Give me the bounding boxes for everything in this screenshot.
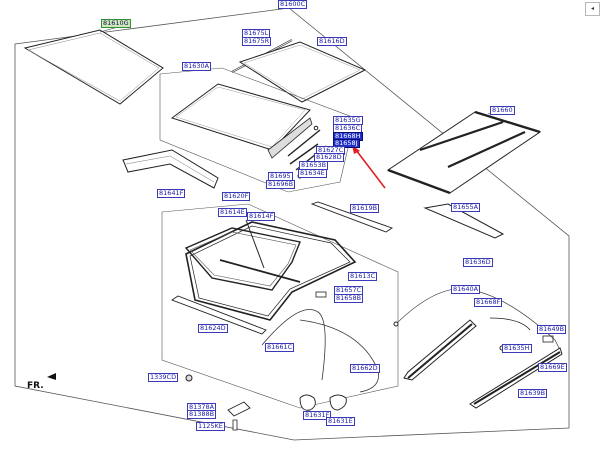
part-label[interactable]: 81662D — [350, 364, 380, 373]
part-label[interactable]: 81600C — [278, 0, 308, 9]
wind-deflector — [122, 149, 219, 189]
glass-panel — [23, 29, 164, 105]
part-label[interactable]: 81631E — [326, 417, 355, 426]
front-indicator: FR. — [27, 381, 44, 391]
sunroof-frame — [185, 221, 357, 321]
part-label[interactable]: 81640A — [451, 285, 481, 294]
part-label[interactable]: 1339CD — [148, 373, 179, 382]
part-label[interactable]: 81661C — [265, 343, 295, 352]
part-label[interactable]: 81624D — [198, 324, 228, 333]
screw-1125ke — [232, 419, 238, 431]
part-label[interactable]: 81634E — [298, 169, 327, 178]
part-label[interactable]: 81628D — [314, 153, 344, 162]
glass-assembly-box — [159, 67, 356, 193]
part-label[interactable]: 81388B — [187, 410, 217, 419]
menu-caret-icon[interactable]: ◂ — [585, 2, 600, 16]
part-label[interactable]: 1125KE — [196, 422, 225, 431]
part-label[interactable]: 81658B — [334, 294, 364, 303]
part-label[interactable]: 81631F — [303, 411, 332, 420]
bolt-1339cd — [185, 374, 193, 382]
motor-81631e — [329, 394, 347, 411]
drain-hose-rear — [299, 319, 379, 393]
part-label[interactable]: 81649B — [537, 325, 567, 334]
part-label[interactable]: 81641F — [157, 189, 186, 198]
part-label[interactable]: 81616D — [317, 37, 347, 46]
rear-trim-strip — [310, 201, 393, 233]
front-direction-arrow — [47, 373, 56, 380]
front-glass-panel — [170, 83, 311, 151]
drain-hose-front — [261, 309, 326, 381]
part-label[interactable]: 81660 — [490, 106, 515, 115]
glass-panel-edge — [27, 32, 160, 102]
part-label[interactable]: 81613C — [348, 272, 378, 281]
part-label[interactable]: 81696B — [266, 180, 296, 189]
motor-81631f — [299, 394, 316, 411]
part-label[interactable]: 81635H — [502, 344, 532, 353]
sunshade-bar — [423, 203, 505, 239]
front-seal — [184, 227, 301, 291]
part-label[interactable]: 81668F — [474, 298, 503, 307]
part-label[interactable]: 81675R — [242, 37, 272, 46]
part-label[interactable]: 81669E — [538, 363, 567, 372]
rear-glass-panel — [238, 41, 367, 103]
front-strip — [171, 295, 267, 335]
part-label[interactable]: 81614E — [218, 208, 247, 217]
part-label[interactable]: 81619B — [350, 204, 380, 213]
part-label[interactable]: 81636D — [463, 258, 493, 267]
callout-arrow — [355, 149, 386, 189]
bracket-81378a — [227, 401, 251, 417]
part-label[interactable]: 81620F — [222, 192, 251, 201]
part-label[interactable]: 81630A — [182, 62, 212, 71]
part-label[interactable]: 81655A — [451, 203, 481, 212]
part-label[interactable]: 81614F — [247, 212, 276, 221]
part-label[interactable]: 81639B — [518, 389, 548, 398]
part-label[interactable]: 81610G — [101, 19, 131, 28]
frame-assembly-box — [161, 203, 399, 409]
part-label-highlighted[interactable]: 81658J — [333, 139, 360, 148]
